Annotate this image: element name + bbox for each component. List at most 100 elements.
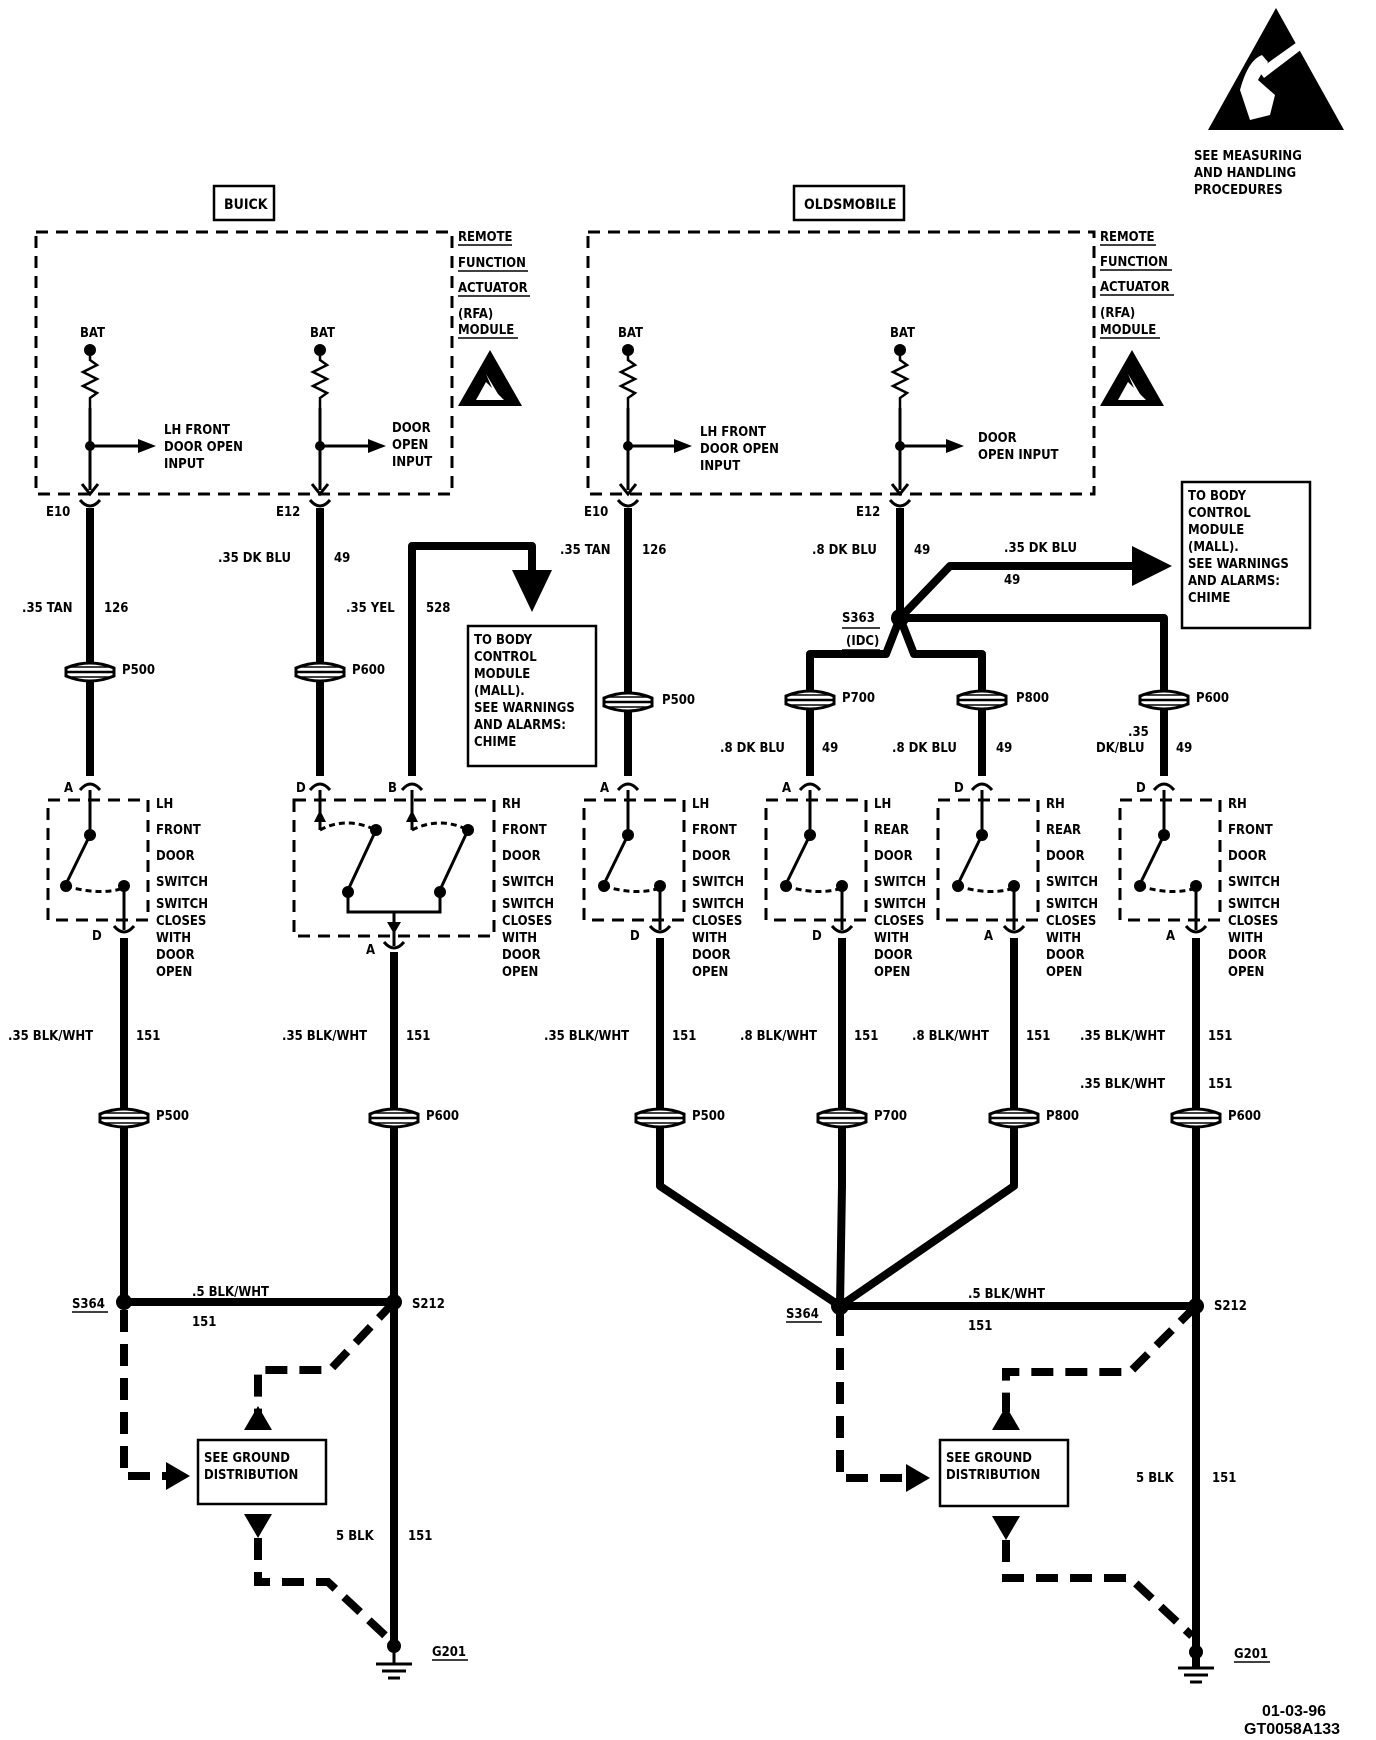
olds-p800-connector <box>956 689 1008 711</box>
buick-ground-left-arrow-icon <box>166 1462 190 1490</box>
buick-lh-input-l2: DOOR OPEN <box>164 440 243 455</box>
buick-rh-sw-pin-top2: B <box>388 781 397 796</box>
svg-text:A: A <box>984 929 993 944</box>
olds-door-input-l2: OPEN INPUT <box>978 448 1059 463</box>
buick-p600b-label: P600 <box>426 1109 459 1124</box>
buick-ground-path-top <box>254 1299 397 1414</box>
esd-note-l1: SEE MEASURING <box>1194 149 1302 164</box>
olds-w49c-circuit: 49 <box>822 741 838 756</box>
svg-text:D: D <box>812 929 822 944</box>
buick-528-arrow-icon <box>512 570 552 612</box>
buick-rh-sw-label: RH FRONT DOOR SWITCH SWITCH CLOSES WITH … <box>502 797 554 980</box>
olds-idc-label: (IDC) <box>846 634 879 649</box>
buick-ground-path-bottom <box>254 1538 393 1643</box>
buick-lh-sw-pin-bot: D <box>92 929 102 944</box>
svg-text:SWITCH: SWITCH <box>1228 875 1280 890</box>
buick-s364-splice <box>116 1294 132 1310</box>
svg-text:DOOR: DOOR <box>1228 849 1267 864</box>
svg-text:SWITCH: SWITCH <box>874 875 926 890</box>
olds-w49e-gauge1: .35 <box>1128 725 1149 740</box>
svg-text:OPEN: OPEN <box>1228 965 1264 980</box>
olds-pin-e10: E10 <box>584 505 608 520</box>
svg-text:REMOTE: REMOTE <box>458 230 513 245</box>
olds-door-input-arrow-icon <box>946 439 964 453</box>
svg-text:FUNCTION: FUNCTION <box>458 256 526 271</box>
olds-bcm-note-box <box>1180 480 1312 630</box>
buick-lh-sw-pin-top: A <box>64 781 73 796</box>
olds-p500b-label: P500 <box>692 1109 725 1124</box>
olds-rh-rear-door-switch: D A RH REAR DOOR SWITCH SWITCH CLOSES WI… <box>936 781 1098 980</box>
olds-p600b-connector <box>1170 1107 1222 1129</box>
svg-text:WITH: WITH <box>156 931 191 946</box>
svg-text:LH: LH <box>692 797 709 812</box>
olds-p500-label: P500 <box>662 693 695 708</box>
buick-w49-circuit: 49 <box>334 551 350 566</box>
svg-text:MODULE: MODULE <box>458 323 514 338</box>
olds-ground-note-l2: DISTRIBUTION <box>946 1468 1040 1483</box>
buick-module-label: REMOTE FUNCTION ACTUATOR (RFA) MODULE <box>458 230 530 339</box>
buick-ground-down-arrow-icon <box>244 1514 272 1538</box>
buick-rh-sw-pin-top1: D <box>296 781 306 796</box>
buick-door-input-arrow-icon <box>368 439 386 453</box>
olds-p700-label: P700 <box>842 691 875 706</box>
olds-bat2-resistor <box>891 348 909 410</box>
olds-p600b-label: P600 <box>1228 1109 1261 1124</box>
svg-text:DOOR: DOOR <box>1046 849 1085 864</box>
olds-wire-151b-fan <box>836 1180 846 1307</box>
buick-w151b-circuit: 151 <box>406 1029 430 1044</box>
buick-bat2-resistor <box>311 348 329 410</box>
olds-w151f-circuit: 151 <box>968 1319 992 1334</box>
svg-text:OPEN: OPEN <box>156 965 192 980</box>
olds-g201-label: G201 <box>1234 1647 1268 1662</box>
svg-text:WITH: WITH <box>874 931 909 946</box>
buick-p500-connector <box>64 661 116 683</box>
buick-ground-note-l1: SEE GROUND <box>204 1451 290 1466</box>
svg-text:WITH: WITH <box>1228 931 1263 946</box>
svg-text:SEE WARNINGS: SEE WARNINGS <box>1188 557 1289 572</box>
buick-g201-label: G201 <box>432 1645 466 1660</box>
olds-p700b-label: P700 <box>874 1109 907 1124</box>
olds-w126-gauge: .35 TAN <box>560 543 611 558</box>
buick-p500b-label: P500 <box>156 1109 189 1124</box>
olds-s364-splice <box>831 1297 849 1315</box>
buick-bcm-note: TO BODY CONTROL MODULE (MALL). SEE WARNI… <box>474 633 575 750</box>
footer-code: GT0058A133 <box>1244 1721 1340 1738</box>
svg-text:OPEN: OPEN <box>1046 965 1082 980</box>
olds-w49c-gauge: .8 DK BLU <box>720 741 785 756</box>
buick-pin-e10: E10 <box>46 505 70 520</box>
svg-text:TO BODY: TO BODY <box>1188 489 1247 504</box>
buick-s364-label: S364 <box>72 1297 105 1312</box>
svg-text:TO BODY: TO BODY <box>474 633 533 648</box>
olds-w151e-circuit: 151 <box>1208 1077 1232 1092</box>
olds-p500-connector <box>602 691 654 713</box>
svg-text:MODULE: MODULE <box>474 667 530 682</box>
esd-warning-icon <box>1208 8 1344 130</box>
svg-text:FRONT: FRONT <box>1228 823 1273 838</box>
olds-lh-input-arrow-icon <box>674 439 692 453</box>
olds-wire-49c-run <box>806 616 904 776</box>
buick-ground-symbol-icon <box>376 1652 412 1680</box>
olds-w151f-gauge: .5 BLK/WHT <box>968 1287 1045 1302</box>
olds-w151d-circuit: 151 <box>1208 1029 1232 1044</box>
svg-text:CLOSES: CLOSES <box>156 914 206 929</box>
svg-text:DOOR: DOOR <box>156 849 195 864</box>
olds-ground-down-arrow-icon <box>992 1516 1020 1540</box>
olds-w151g-circuit: 151 <box>1212 1471 1236 1486</box>
olds-wire-49b <box>897 562 1136 621</box>
olds-w151g-gauge: 5 BLK <box>1136 1471 1175 1486</box>
buick-door-input-l2: OPEN <box>392 438 428 453</box>
buick-wire-528 <box>408 542 536 776</box>
buick-w151b-gauge: .35 BLK/WHT <box>282 1029 367 1044</box>
svg-text:SWITCH: SWITCH <box>692 897 744 912</box>
svg-text:RH: RH <box>502 797 521 812</box>
olds-lh-input-l3: INPUT <box>700 459 740 474</box>
svg-text:(RFA): (RFA) <box>1100 306 1135 321</box>
svg-text:WITH: WITH <box>502 931 537 946</box>
olds-ground-up-arrow-icon <box>992 1406 1020 1430</box>
olds-p800-label: P800 <box>1016 691 1049 706</box>
buick-w151d-gauge: 5 BLK <box>336 1529 375 1544</box>
olds-w49a-gauge: .8 DK BLU <box>812 543 877 558</box>
buick-g201-node <box>387 1639 401 1653</box>
olds-door-input-l1: DOOR <box>978 431 1017 446</box>
olds-ground-note-l1: SEE GROUND <box>946 1451 1032 1466</box>
